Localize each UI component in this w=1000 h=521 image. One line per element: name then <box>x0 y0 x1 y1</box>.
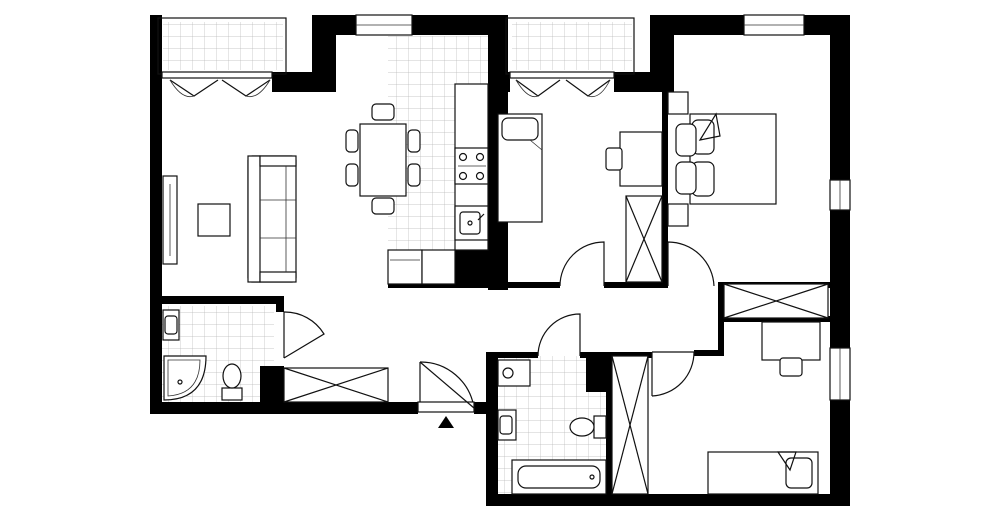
bedroom-1 <box>497 113 663 283</box>
hallway <box>283 367 389 403</box>
walls <box>150 15 850 506</box>
bathroom-1 <box>162 309 243 401</box>
toilet-bathroom-2 <box>569 415 607 439</box>
kitchen-cabinet <box>421 249 456 285</box>
door-bedroom-3 <box>651 351 695 397</box>
bedroom-2 <box>667 91 829 319</box>
windows <box>157 14 851 401</box>
coffee-table <box>197 203 231 237</box>
wall-bedroom3-west <box>606 352 612 506</box>
wall-kitchen-south <box>388 284 498 288</box>
wall-bedroom1-south-left <box>498 282 560 288</box>
wall-hall-corner <box>694 350 724 356</box>
door-entrance <box>419 361 475 409</box>
living-room <box>162 103 421 283</box>
door-bathroom-1 <box>283 311 325 359</box>
armchair-bedroom-2-top <box>675 123 697 157</box>
shower <box>163 355 207 401</box>
wall-left-balcony <box>150 15 162 72</box>
wall-bottom-left <box>150 402 418 414</box>
wall-bathroom2-west <box>486 352 498 506</box>
toilet-bathroom-1 <box>221 363 243 401</box>
wall-right-lower <box>830 400 850 506</box>
wall-top-living <box>150 72 162 82</box>
wall-left <box>150 72 162 414</box>
kitchen <box>387 83 489 285</box>
wall-bathroom1-north <box>162 296 284 304</box>
door-bathroom-2 <box>537 313 581 357</box>
desk-bedroom-3 <box>761 321 821 377</box>
wardrobe-bedroom-3 <box>611 355 649 495</box>
bathroom-2-sink <box>497 409 517 441</box>
sofa <box>247 155 297 283</box>
washing-machine <box>497 359 531 387</box>
wall-right-upper <box>830 15 850 180</box>
wall-bedroom1-south-right <box>604 282 668 288</box>
balcony-left-floor <box>163 22 283 70</box>
wall-bathroom2-pier <box>586 352 608 392</box>
armchair <box>497 113 543 223</box>
bedroom-3 <box>611 321 821 495</box>
entrance-arrow-icon <box>438 416 454 428</box>
wardrobe-bedroom-1 <box>625 195 663 283</box>
wall-right-middle <box>830 210 850 348</box>
single-bed <box>707 451 819 495</box>
wall-top-kitchen-left <box>312 15 356 35</box>
wall-top-bedroom2-left <box>650 15 744 35</box>
wall-bathroom1-east-lower <box>260 366 284 406</box>
door-bedroom-2 <box>667 241 715 287</box>
wall-bathroom2-north-right <box>580 352 652 358</box>
wall-bedroom2-west-stub <box>718 282 724 356</box>
wall-top-kitchen-right <box>412 15 508 35</box>
wall-bathroom2-north-left <box>486 352 538 358</box>
fridge <box>387 249 423 285</box>
nightstand-top <box>667 91 689 115</box>
wall-bathroom1-east-stub <box>276 296 284 312</box>
doors <box>283 241 715 413</box>
bathroom-2 <box>497 359 607 495</box>
wall-top-balcony-right-left <box>498 72 510 92</box>
armchair-bedroom-2-bottom <box>675 161 697 195</box>
wall-bedroom3-north <box>724 316 830 322</box>
hall-wardrobe <box>283 367 389 403</box>
dining-table <box>345 103 421 215</box>
nightstand-bottom <box>667 203 689 227</box>
double-bed <box>689 112 777 205</box>
door-bedroom-1 <box>559 241 605 287</box>
wall-bedroom1-east <box>662 92 668 288</box>
bathroom-1-sink <box>162 309 180 341</box>
bathtub <box>511 459 607 495</box>
wardrobe-bedroom-2 <box>723 283 829 319</box>
wall-kitchen-south-block <box>455 250 490 286</box>
wall-bottom-right <box>486 494 850 506</box>
balcony-right-floor <box>512 22 632 70</box>
balcony-doors <box>161 71 615 98</box>
desk-bedroom-1 <box>605 131 663 187</box>
